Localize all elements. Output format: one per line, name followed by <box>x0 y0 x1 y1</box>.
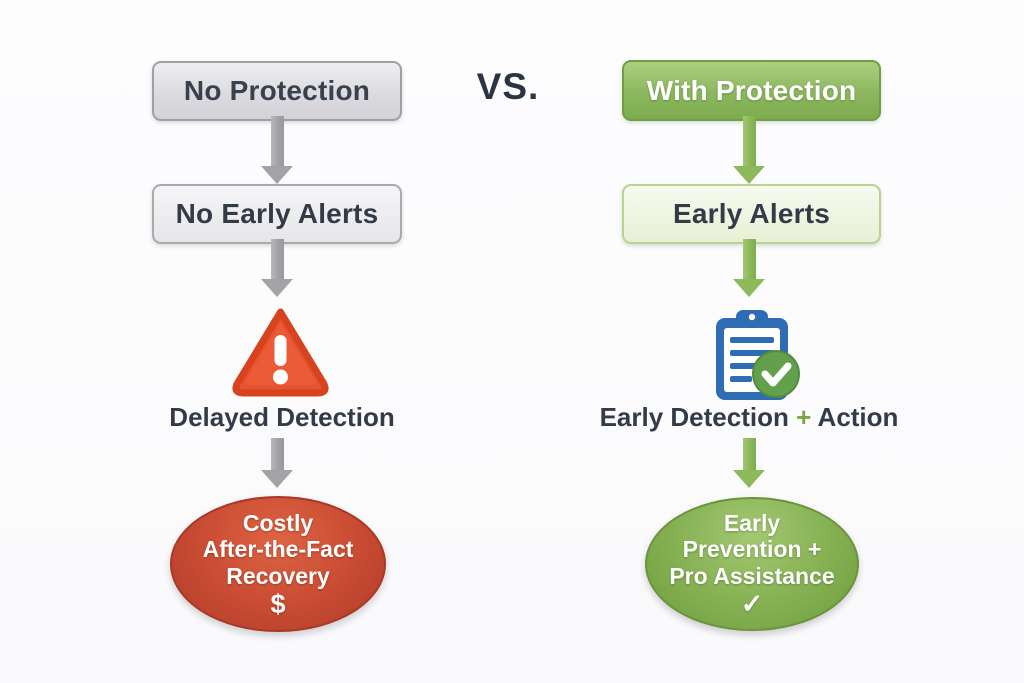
early-detection-action-caption: Early Detection + Action <box>599 402 899 432</box>
with-protection-box: With Protection <box>622 60 881 121</box>
outcome-line: Prevention + <box>682 536 822 563</box>
early-alerts-label: Early Alerts <box>672 198 830 229</box>
no-early-alerts-label: No Early Alerts <box>175 198 379 229</box>
costly-recovery-outcome: Costly After-the-Fact Recovery $ <box>170 496 386 632</box>
no-early-alerts-box: No Early Alerts <box>152 184 402 244</box>
delayed-detection-caption: Delayed Detection <box>169 402 395 432</box>
clipboard-check-icon <box>708 305 806 408</box>
outcome-line: Recovery <box>226 563 330 590</box>
outcome-line: Pro Assistance <box>669 563 835 590</box>
vs-label: VS. <box>476 66 540 107</box>
down-arrow-icon <box>733 116 765 184</box>
down-arrow-icon <box>261 438 293 488</box>
outcome-line: Early <box>723 509 781 536</box>
outcome-line: Costly <box>242 509 314 536</box>
warning-triangle-icon <box>228 303 333 405</box>
no-protection-box: No Protection <box>152 61 402 121</box>
plus-sign: + <box>796 402 812 432</box>
early-prevention-outcome: Early Prevention + Pro Assistance ✓ <box>645 497 859 631</box>
early-alerts-box: Early Alerts <box>622 184 881 244</box>
with-protection-label: With Protection <box>646 74 857 106</box>
dollar-icon: $ <box>270 588 286 619</box>
down-arrow-icon <box>733 239 765 297</box>
down-arrow-icon <box>261 239 293 297</box>
down-arrow-icon <box>261 116 293 184</box>
down-arrow-icon <box>733 438 765 488</box>
checkmark-icon: ✓ <box>740 588 764 619</box>
outcome-line: After-the-Fact <box>202 536 354 563</box>
no-protection-label: No Protection <box>183 75 371 106</box>
